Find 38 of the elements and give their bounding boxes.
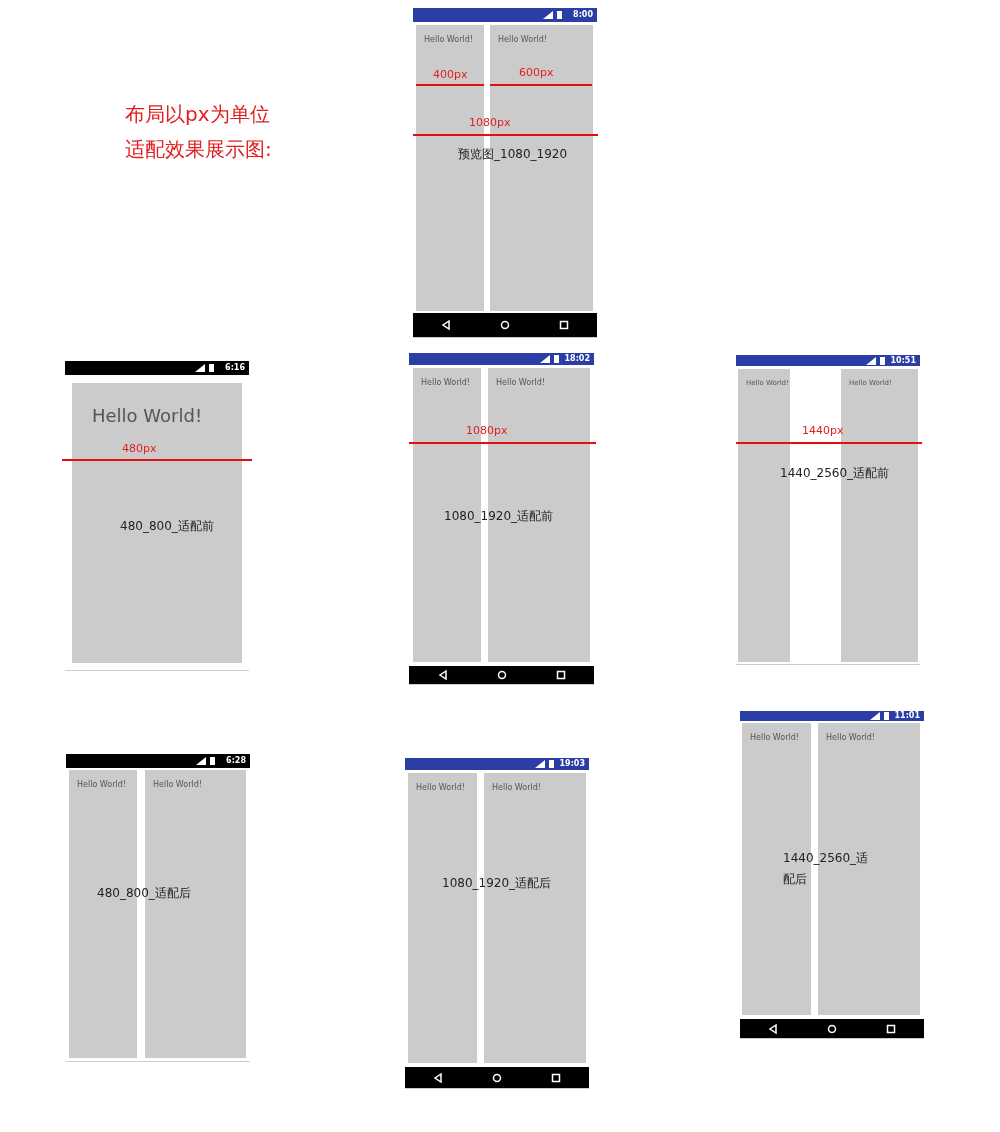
dimension-label: 600px [519,66,554,79]
clock-time: 19:03 [559,760,585,768]
layout-panel [72,383,242,663]
text-view: Hello World! [92,405,203,426]
phone-screenshot [740,711,924,1039]
text-view: Hello World! [826,733,875,742]
screen-caption: 1440_2560_适配后 [783,850,870,888]
dimension-label: 400px [433,68,468,81]
text-view: Hello World! [416,783,465,792]
screen-caption: 预览图_1080_1920 [458,146,569,163]
dimension-label: 1080px [466,424,508,437]
text-view: Hello World! [750,733,799,742]
screen-caption: 1440_2560_适配前 [780,465,891,482]
phone-screenshot [66,754,250,1062]
phone-screenshot [736,355,920,665]
clock-time: 6:28 [226,757,246,765]
dimension-label: 1080px [469,116,511,129]
phone-screenshot [413,8,597,338]
screen-caption: 1080_1920_适配前 [444,508,555,525]
text-view: Hello World! [496,378,545,387]
text-view: Hello World! [77,780,126,789]
clock-time: 11:01 [894,712,920,720]
text-view: Hello World! [421,378,470,387]
clock-time: 10:51 [890,356,916,365]
text-view: Hello World! [424,35,473,44]
text-view: Hello World! [492,783,541,792]
screen-caption: 480_800_适配前 [120,518,215,535]
dimension-label: 480px [122,442,157,455]
text-view: Hello World! [153,780,202,789]
clock-time: 8:00 [573,11,593,19]
screen-caption: 480_800_适配后 [97,885,192,902]
dimension-label: 1440px [802,424,844,437]
clock-time: 18:02 [564,355,590,363]
phone-screenshot [405,758,589,1089]
screen-caption: 1080_1920_适配后 [442,875,553,892]
text-view: Hello World! [498,35,547,44]
clock-time: 6:16 [225,364,245,372]
title: 布局以px为单位适配效果展示图: [125,101,273,163]
